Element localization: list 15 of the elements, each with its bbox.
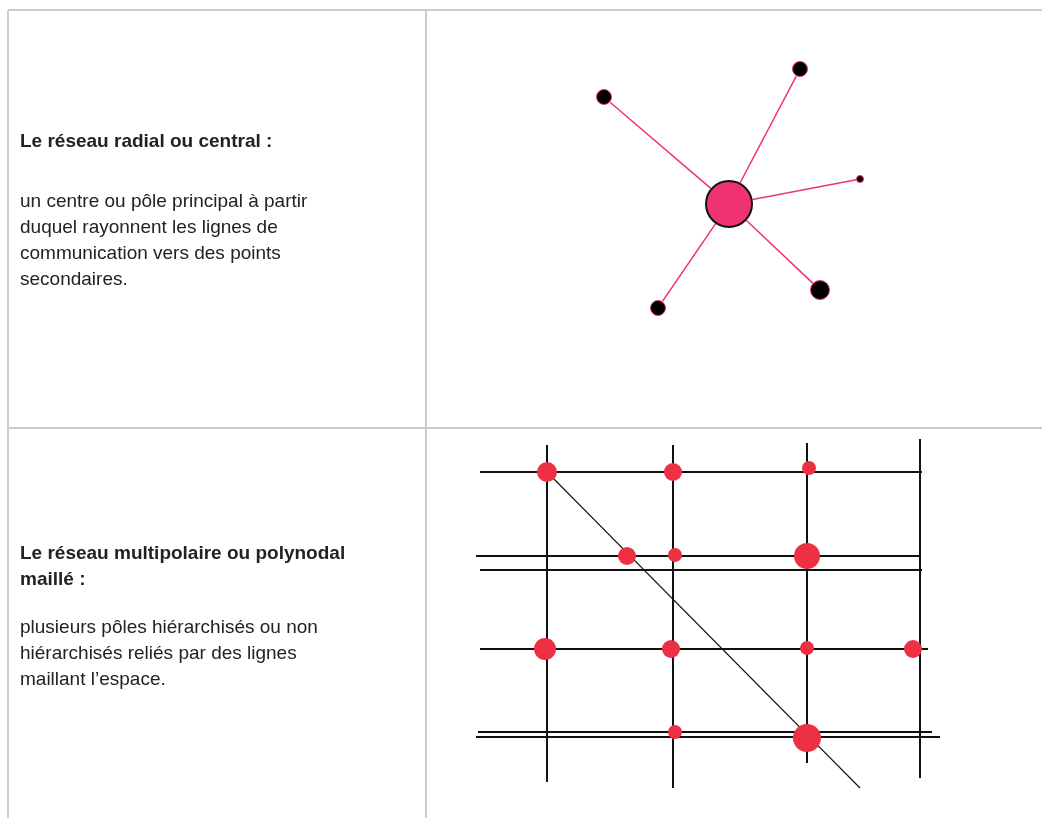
network-description: un centre ou pôle principal à partir duquel rayonnent les lignes de communication vers des points secondaires. [20,189,309,291]
secondary-point-dot [650,300,666,316]
network-description: plusieurs pôles hiérarchisés ou non hiérarchisés reliés par des lignes maillant l’espace. [20,615,319,691]
connection-line [609,101,712,190]
network-type-heading: Le réseau radial ou central : [20,129,274,153]
connection-line [739,75,798,184]
connection-line [751,179,857,201]
central-hub-dot [705,180,753,228]
network-type-heading: Le réseau multipolaire ou polynodal maillé : [20,541,347,591]
connection-line [745,219,814,284]
secondary-point-dot [596,89,612,105]
secondary-point-dot [810,280,830,300]
secondary-point-dot [856,175,864,183]
connection-line [661,223,717,303]
secondary-point-dot [792,61,808,77]
